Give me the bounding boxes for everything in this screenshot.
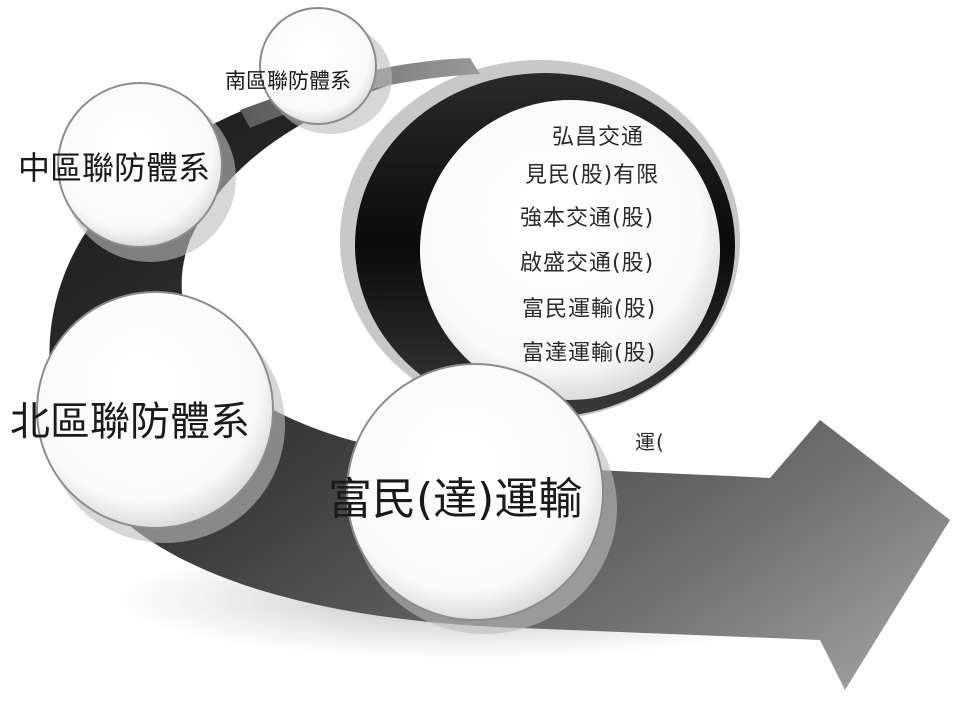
south-node-circle — [259, 7, 377, 125]
company-item: 弘昌交通 — [552, 125, 645, 150]
company-item: 富民運輸(股) — [522, 297, 657, 322]
central-node-circle — [57, 82, 223, 248]
hub-node-circle — [346, 363, 604, 621]
north-node-circle — [36, 291, 274, 529]
central-node-label: 中區聯防體系 — [18, 149, 211, 187]
south-node-label: 南區聯防體系 — [225, 69, 351, 93]
company-item: 富達運輸(股) — [522, 341, 657, 366]
curved-arrow — [49, 62, 951, 690]
hub-node-label: 富民(達)運輸 — [328, 474, 583, 525]
company-item: 強本交通(股) — [520, 206, 655, 231]
company-item: 啟盛交通(股) — [520, 251, 655, 276]
north-node-label: 北區聯防體系 — [10, 399, 250, 445]
company-item: 運( — [635, 430, 665, 454]
company-ring-inner — [420, 100, 720, 400]
arrow-tail — [240, 58, 480, 128]
company-item: 見民(股)有限 — [525, 163, 660, 188]
